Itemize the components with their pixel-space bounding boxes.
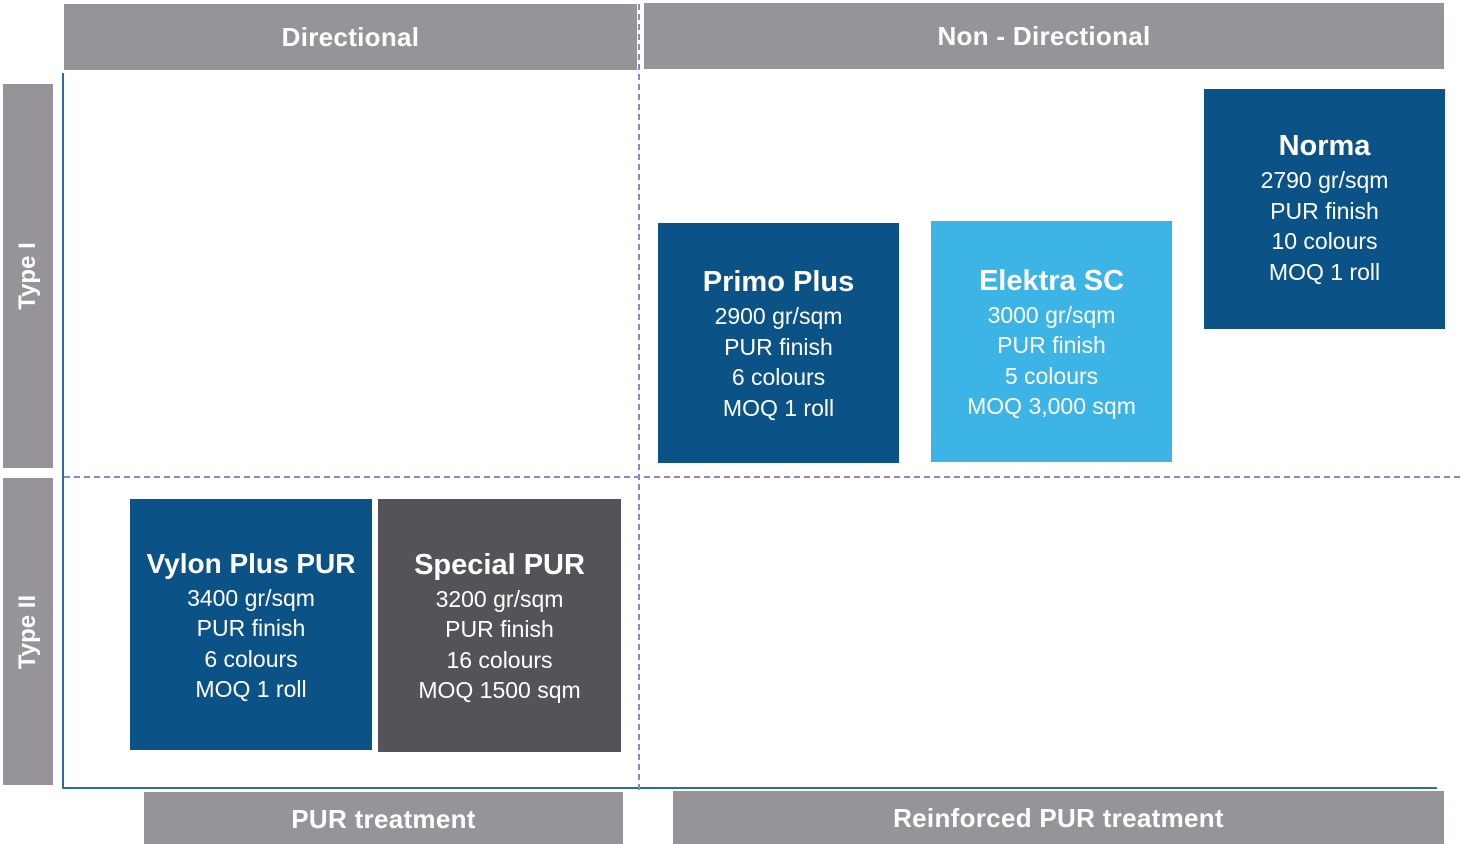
- column-header-directional: Directional: [64, 4, 637, 70]
- product-name: Special PUR: [414, 548, 585, 581]
- row-header-type-ii: Type II: [3, 478, 53, 785]
- product-card-norma: Norma 2790 gr/sqm PUR finish 10 colours …: [1204, 89, 1445, 329]
- product-card-special-pur: Special PUR 3200 gr/sqm PUR finish 16 co…: [378, 499, 621, 752]
- product-colours: 6 colours: [731, 364, 826, 390]
- row-header-type-i: Type I: [3, 84, 53, 468]
- product-colours: 10 colours: [1271, 228, 1378, 254]
- product-name: Primo Plus: [702, 266, 855, 298]
- product-finish: PUR finish: [997, 332, 1106, 358]
- product-moq: MOQ 1500 sqm: [418, 677, 581, 703]
- product-weight: 3000 gr/sqm: [987, 301, 1116, 328]
- product-weight: 3200 gr/sqm: [435, 585, 564, 612]
- product-finish: PUR finish: [196, 615, 306, 641]
- product-finish: PUR finish: [445, 616, 554, 642]
- quadrant-divider-horizontal: [64, 476, 1460, 478]
- product-finish: PUR finish: [724, 333, 833, 360]
- product-weight: 2900 gr/sqm: [714, 303, 843, 329]
- row-header-type-i-label: Type I: [14, 242, 41, 310]
- product-moq: MOQ 1 roll: [722, 394, 835, 421]
- row-header-type-ii-label: Type II: [14, 594, 41, 669]
- treatment-footer-reinforced-pur: Reinforced PUR treatment: [673, 791, 1444, 844]
- product-colours: 5 colours: [1004, 362, 1099, 389]
- column-header-directional-label: Directional: [281, 21, 420, 52]
- product-moq: MOQ 3,000 sqm: [967, 393, 1136, 419]
- product-colours: 6 colours: [204, 645, 298, 672]
- product-card-elektra-sc: Elektra SC 3000 gr/sqm PUR finish 5 colo…: [931, 221, 1172, 462]
- y-axis-line: [62, 73, 64, 789]
- product-card-vylon-plus-pur: Vylon Plus PUR 3400 gr/sqm PUR finish 6 …: [130, 499, 372, 750]
- product-name: Elektra SC: [978, 264, 1125, 297]
- product-moq: MOQ 1 roll: [1268, 258, 1381, 285]
- product-weight: 3400 gr/sqm: [187, 584, 315, 611]
- treatment-footer-pur: PUR treatment: [144, 792, 623, 844]
- product-name: Norma: [1278, 130, 1371, 162]
- column-header-non-directional-label: Non - Directional: [937, 20, 1151, 51]
- product-name: Vylon Plus PUR: [146, 547, 356, 579]
- column-header-non-directional: Non - Directional: [644, 3, 1444, 69]
- product-weight: 2790 gr/sqm: [1260, 167, 1389, 193]
- product-finish: PUR finish: [1270, 197, 1379, 224]
- product-card-primo-plus: Primo Plus 2900 gr/sqm PUR finish 6 colo…: [658, 223, 899, 463]
- x-axis-line: [62, 787, 1437, 789]
- product-colours: 16 colours: [446, 646, 553, 673]
- treatment-footer-reinforced-pur-label: Reinforced PUR treatment: [893, 803, 1224, 833]
- quadrant-divider-vertical: [638, 4, 640, 790]
- treatment-footer-pur-label: PUR treatment: [291, 804, 476, 834]
- product-moq: MOQ 1 roll: [195, 676, 307, 702]
